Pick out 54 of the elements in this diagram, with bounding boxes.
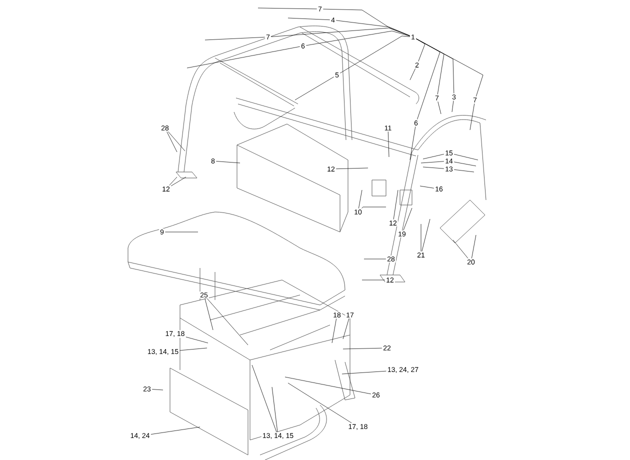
leader-line <box>454 162 476 166</box>
leader-line <box>420 161 444 164</box>
leader-line <box>410 68 416 80</box>
leader-line <box>272 386 278 432</box>
leader-line <box>452 100 454 112</box>
leader-line <box>168 131 186 152</box>
leader-line <box>204 298 214 330</box>
leader-line <box>288 18 330 20</box>
leader-line <box>180 348 208 351</box>
leader-line <box>452 240 468 259</box>
leader-line <box>284 376 372 394</box>
leader-line <box>364 258 386 260</box>
leader-line <box>342 370 386 374</box>
leader-line <box>170 176 186 186</box>
leader-line <box>422 166 444 169</box>
leader-line <box>403 208 412 231</box>
leader-line <box>166 131 178 152</box>
leader-line <box>294 76 334 100</box>
leader-line <box>288 382 352 424</box>
leader-line <box>336 20 410 36</box>
leader-line <box>216 161 240 164</box>
leader-line <box>169 176 178 186</box>
leader-line <box>361 206 386 209</box>
leader-line <box>340 36 410 74</box>
leader-line <box>420 186 434 188</box>
leader-line <box>150 426 200 435</box>
leader-line <box>358 190 362 209</box>
leader-line <box>410 126 416 160</box>
leader-line <box>258 8 318 10</box>
leader-line <box>422 154 444 160</box>
leader-line <box>270 28 410 37</box>
leader-line <box>204 36 266 40</box>
leader-line <box>332 318 337 344</box>
leader-line <box>152 389 164 390</box>
leader-line <box>416 38 440 120</box>
leader-line <box>186 336 208 344</box>
leader-line <box>471 234 476 259</box>
leader-line <box>416 38 426 62</box>
leader-line <box>422 218 430 252</box>
leader-line <box>420 224 422 252</box>
leader-line <box>252 364 277 432</box>
leader-line <box>186 46 300 68</box>
leader-line <box>438 101 442 114</box>
leader-line <box>342 348 382 350</box>
leader-line <box>306 30 410 46</box>
leader-line <box>470 103 475 130</box>
leader-line <box>393 190 398 220</box>
leader-line <box>454 154 478 160</box>
leader-line <box>207 298 248 346</box>
leader-line <box>388 131 390 158</box>
leader-line <box>336 168 368 170</box>
leader-line <box>416 38 484 97</box>
leader-line <box>342 318 350 340</box>
leader-line <box>454 169 474 172</box>
